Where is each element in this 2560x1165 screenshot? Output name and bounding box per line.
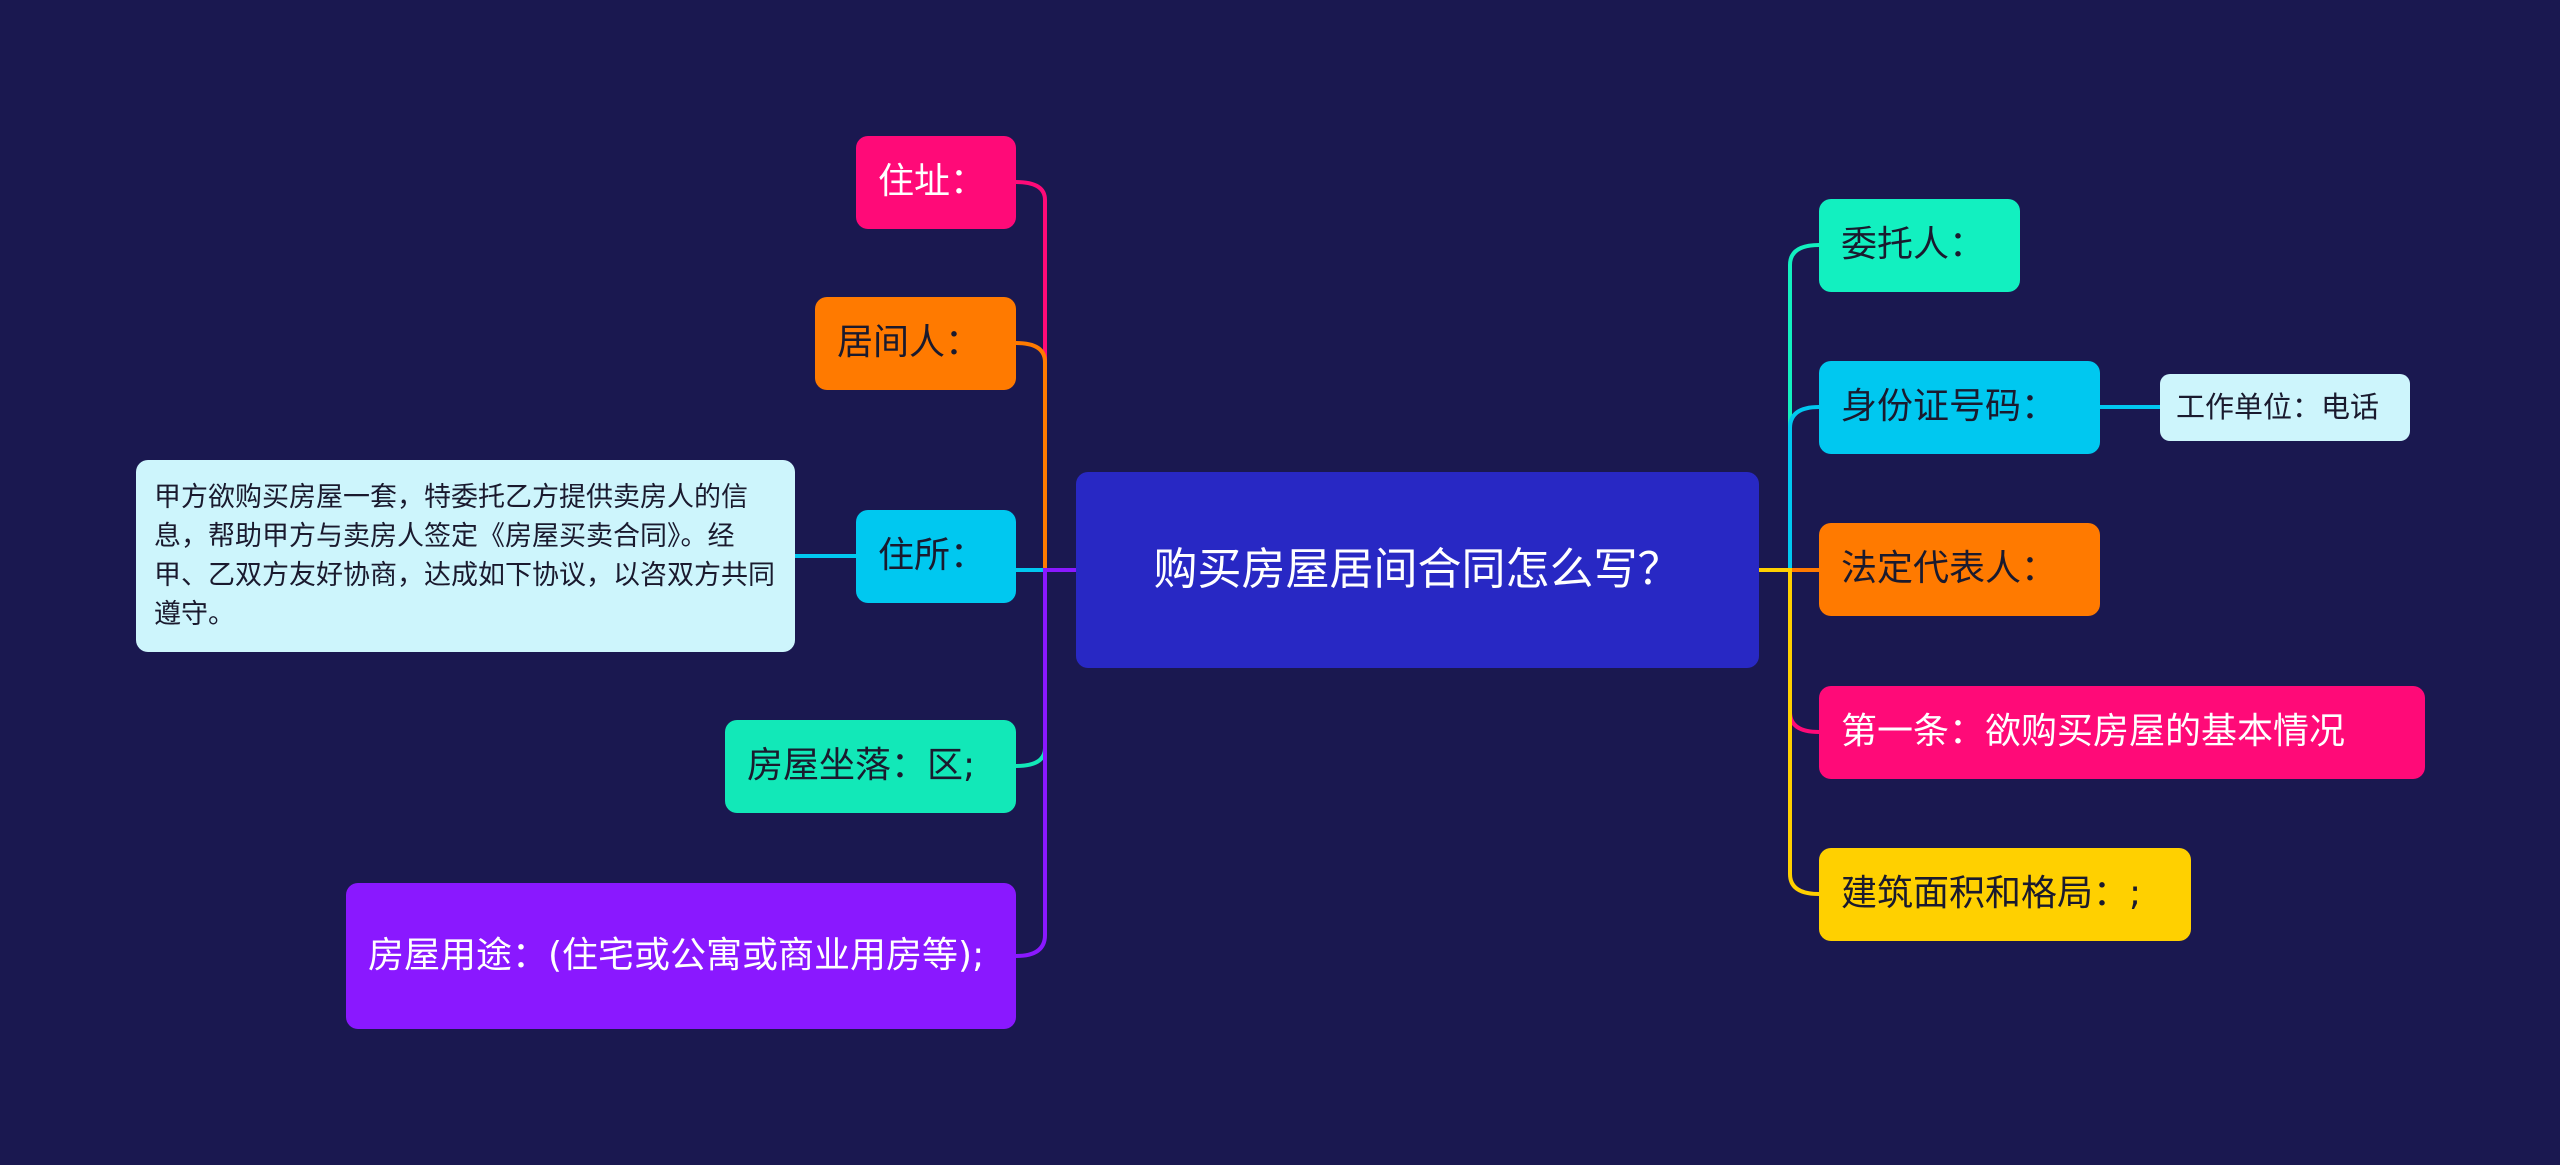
node-id-number[interactable]: 身份证号码： — [1819, 361, 2100, 454]
node-label: 住址： — [878, 161, 987, 203]
node-label: 建筑面积和格局：; — [1841, 873, 2142, 915]
central-topic[interactable]: 购买房屋居间合同怎么写？ — [1076, 472, 1759, 668]
node-client[interactable]: 委托人： — [1819, 199, 2020, 292]
node-label: 身份证号码： — [1841, 386, 2058, 428]
node-intermediary[interactable]: 居间人： — [815, 297, 1016, 390]
node-article-one[interactable]: 第一条：欲购买房屋的基本情况 — [1819, 686, 2425, 779]
node-label: 房屋用途：(住宅或公寓或商业用房等); — [368, 934, 985, 976]
node-floor-area-layout[interactable]: 建筑面积和格局：; — [1819, 848, 2191, 941]
node-legal-representative[interactable]: 法定代表人： — [1819, 523, 2100, 616]
node-work-unit-phone[interactable]: 工作单位：电话 — [2160, 374, 2410, 441]
node-house-location[interactable]: 房屋坐落：区; — [725, 720, 1016, 813]
node-label: 居间人： — [837, 322, 982, 364]
node-label: 第一条：欲购买房屋的基本情况 — [1841, 711, 2346, 753]
node-label: 法定代表人： — [1841, 548, 2058, 590]
central-topic-text: 购买房屋居间合同怎么写？ — [1153, 544, 1682, 596]
node-label: 房屋坐落：区; — [747, 745, 976, 787]
node-label: 甲方欲购买房屋一套，特委托乙方提供卖房人的信息，帮助甲方与卖房人签定《房屋买卖合… — [154, 481, 775, 631]
node-label: 住所： — [878, 535, 987, 577]
node-label: 工作单位：电话 — [2176, 389, 2380, 424]
node-residence[interactable]: 住所： — [856, 510, 1016, 603]
node-residence-description[interactable]: 甲方欲购买房屋一套，特委托乙方提供卖房人的信息，帮助甲方与卖房人签定《房屋买卖合… — [136, 460, 795, 652]
node-house-usage[interactable]: 房屋用途：(住宅或公寓或商业用房等); — [346, 883, 1016, 1029]
node-address[interactable]: 住址： — [856, 136, 1016, 229]
node-label: 委托人： — [1841, 224, 1986, 266]
